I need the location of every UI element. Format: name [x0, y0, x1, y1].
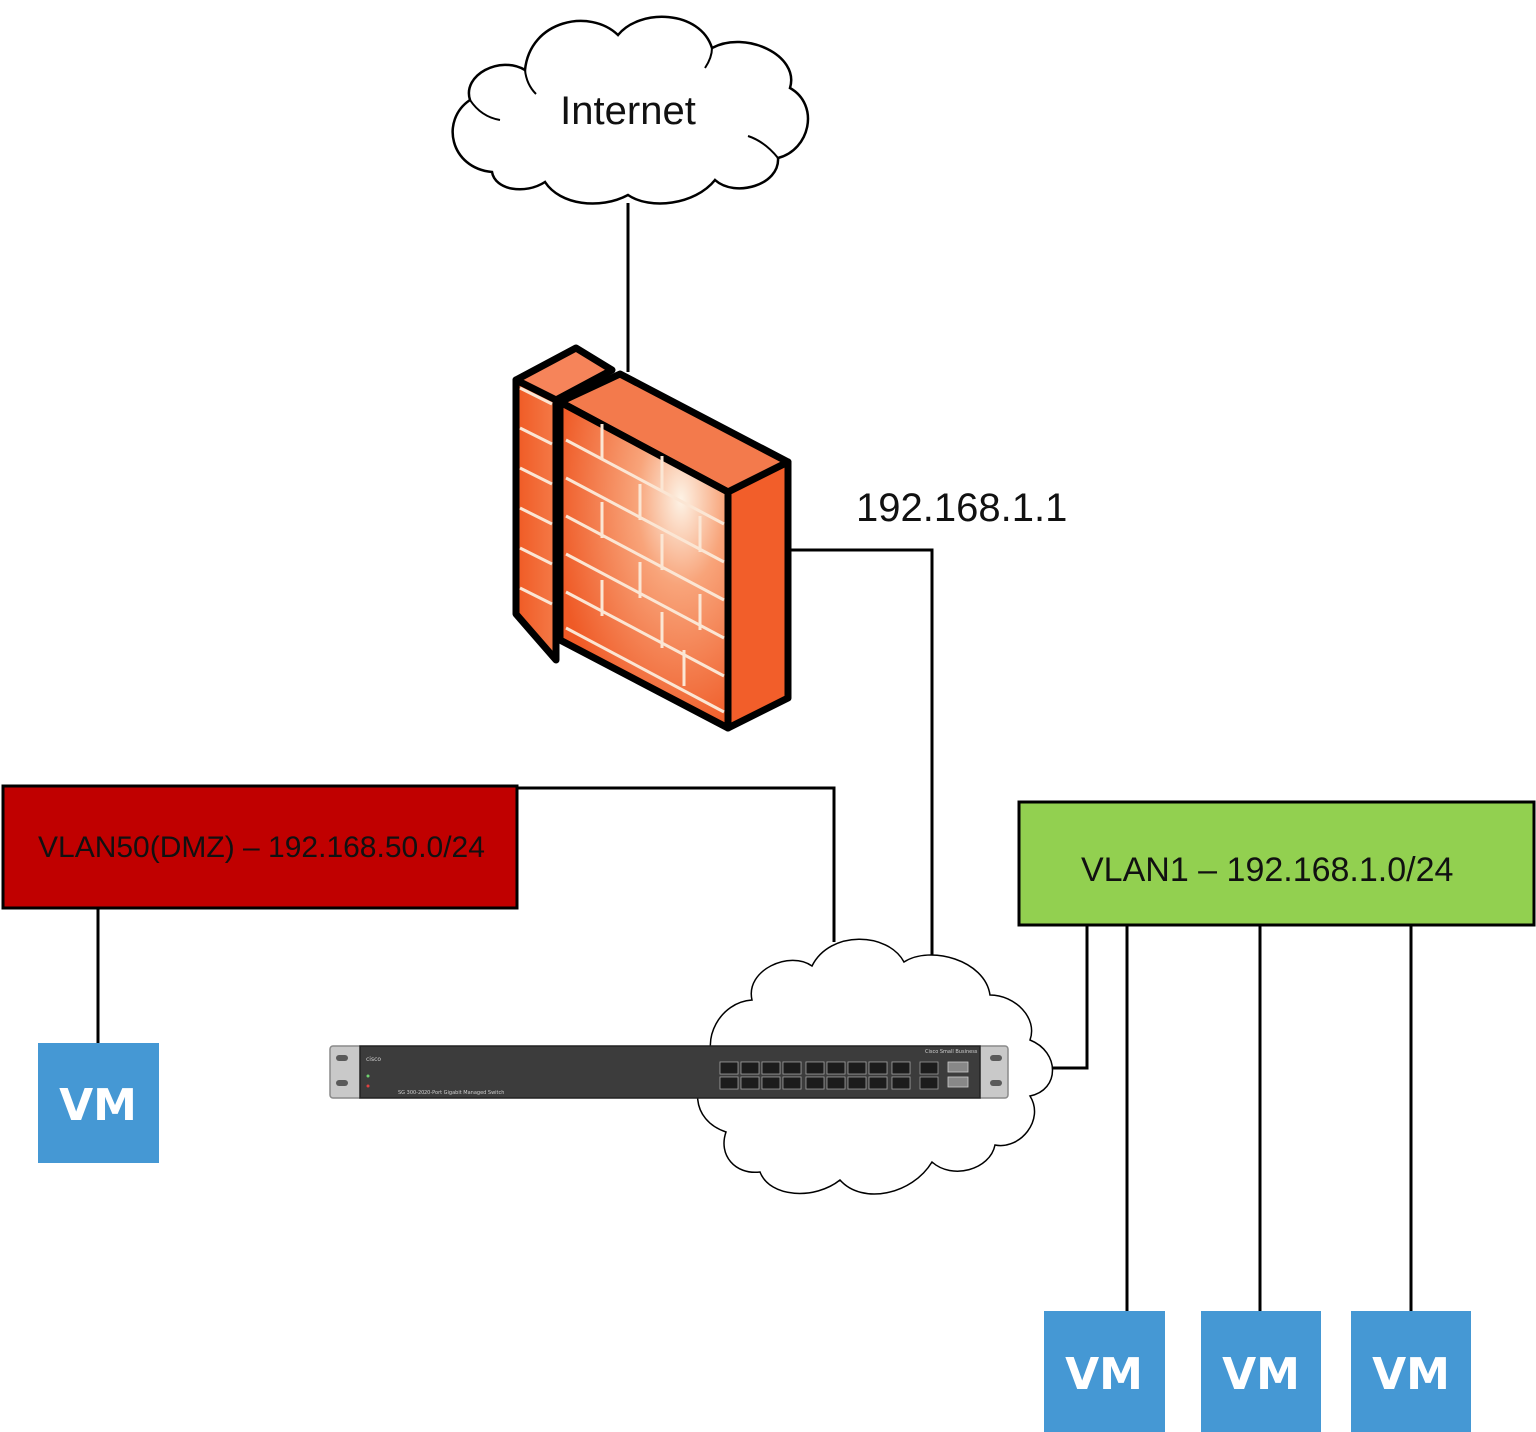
internet-cloud: Internet: [451, 15, 810, 205]
vm-lan-1: VM: [1044, 1311, 1165, 1432]
switch-port: [740, 1076, 760, 1090]
switch-ports: [719, 1061, 969, 1090]
dmz-vlan-box: VLAN50(DMZ) – 192.168.50.0/24: [1, 784, 519, 910]
switch-port: [919, 1061, 939, 1075]
switch-port: [719, 1076, 739, 1090]
vm-label: VM: [59, 1080, 137, 1131]
switch-port: [891, 1061, 911, 1075]
switch-port: [891, 1076, 911, 1090]
dmz-vlan-label: VLAN50(DMZ) – 192.168.50.0/24: [38, 831, 485, 864]
connection-lines: [96, 203, 1413, 1311]
link-dmz-switch: [516, 786, 836, 942]
link-firewall-switch: [788, 548, 934, 1070]
switch-port: [868, 1076, 888, 1090]
vm-lan-2: VM: [1201, 1311, 1321, 1432]
vm-label: VM: [1065, 1349, 1143, 1400]
switch-port: [782, 1061, 802, 1075]
switch-description: 20-Port Gigabit Managed Switch: [424, 1090, 504, 1096]
vm-lan-3: VM: [1351, 1311, 1471, 1432]
switch-port: [847, 1076, 867, 1090]
switch-port: [847, 1061, 867, 1075]
switch-brand: cisco: [366, 1056, 381, 1063]
switch-port: [826, 1061, 846, 1075]
firewall-icon: [512, 344, 792, 732]
switch-model: SG 300-20: [398, 1090, 424, 1096]
network-switch: cisco Cisco Small Business SG 300-20 20-…: [329, 1045, 1009, 1099]
lan-vlan-box: VLAN1 – 192.168.1.0/24: [1017, 800, 1536, 927]
link-switch-lan: [1052, 926, 1089, 1070]
switch-port: [740, 1061, 760, 1075]
switch-port: [919, 1076, 939, 1090]
switch-port: [868, 1061, 888, 1075]
switch-sfp-slot: [947, 1061, 969, 1073]
switch-port: [761, 1076, 781, 1090]
vm-label: VM: [1222, 1349, 1300, 1400]
vm-dmz: VM: [38, 1043, 159, 1163]
gateway-ip-label: 192.168.1.1: [856, 486, 1067, 530]
vm-label: VM: [1372, 1349, 1450, 1400]
switch-port: [782, 1076, 802, 1090]
switch-port: [826, 1076, 846, 1090]
switch-product-line: Cisco Small Business: [925, 1049, 978, 1055]
cloud-icon: [451, 15, 810, 205]
switch-port: [719, 1061, 739, 1075]
lan-vlan-label: VLAN1 – 192.168.1.0/24: [1081, 851, 1453, 889]
switch-port: [805, 1061, 825, 1075]
switch-port: [805, 1076, 825, 1090]
switch-port: [761, 1061, 781, 1075]
switch-sfp-slot: [947, 1076, 969, 1088]
internet-label: Internet: [560, 89, 696, 133]
